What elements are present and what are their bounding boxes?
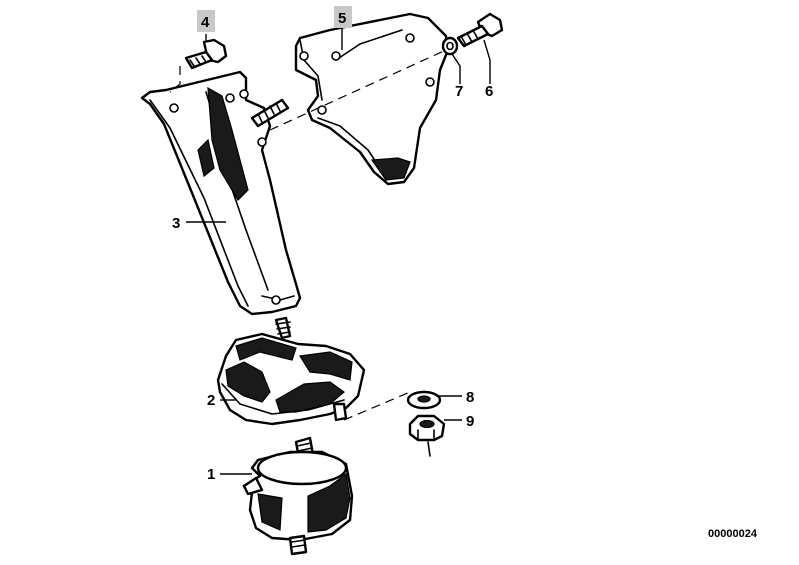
part-1-cylinder-mount[interactable] — [242, 436, 354, 556]
label-8: 8 — [466, 389, 474, 406]
leader-line-6 — [483, 39, 491, 84]
drawing-code: 00000024 — [708, 528, 758, 540]
part-5-bracket-plate[interactable] — [294, 12, 450, 186]
part-6-bolt[interactable] — [456, 12, 504, 48]
assembly-line-5 — [269, 49, 447, 131]
part-4-bolt[interactable] — [184, 38, 228, 70]
part-7-washer[interactable] — [441, 36, 459, 56]
part-3-support-arm[interactable] — [140, 70, 302, 316]
assembly-line-4 — [169, 66, 181, 93]
label-1: 1 — [207, 466, 215, 483]
part-9-nut[interactable] — [408, 414, 446, 457]
label-6: 6 — [485, 83, 493, 100]
label-4-highlight — [197, 10, 215, 32]
label-5-highlight — [334, 6, 352, 28]
label-4: 4 — [201, 14, 210, 31]
leader-line-7 — [451, 53, 461, 84]
label-2: 2 — [207, 392, 215, 409]
label-7: 7 — [455, 83, 463, 100]
part-2-rubber-mount[interactable] — [216, 316, 366, 426]
part-8-washer[interactable] — [406, 390, 442, 410]
label-5: 5 — [338, 10, 346, 27]
label-3: 3 — [172, 215, 180, 232]
label-9: 9 — [466, 413, 474, 430]
